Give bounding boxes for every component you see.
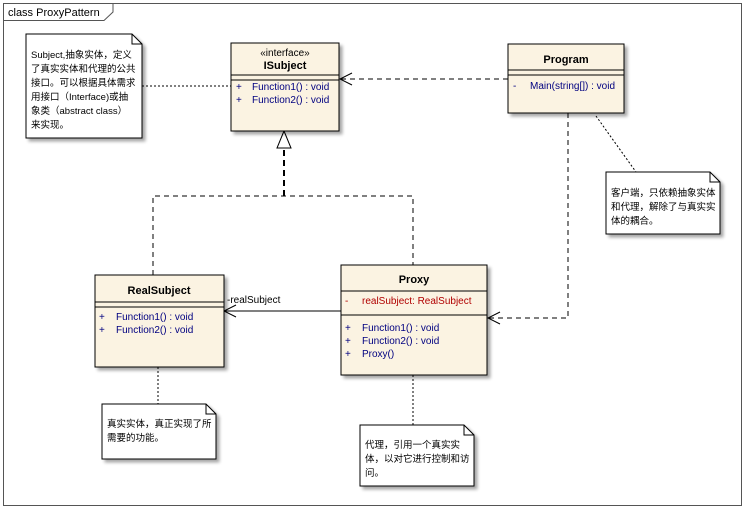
program-op-1: Main(string[]) : void	[530, 81, 615, 92]
note-subject-line-1: Subject,抽象实体，定义	[31, 49, 132, 61]
class-proxy[interactable]	[340, 264, 488, 376]
isubject-op-2: Function2() : void	[252, 95, 329, 106]
note-realsubject-line-1: 真实实体，真正实现了所	[107, 418, 212, 430]
note-subject-line-3: 接口。可以根据具体需求	[31, 77, 136, 89]
proxy-attr-1-visibility: -	[345, 296, 348, 307]
dependency-program-proxy	[486, 113, 569, 325]
note-proxy-line-1: 代理，引用一个真实实	[365, 439, 460, 451]
realsubject-op-1: Function1() : void	[116, 312, 193, 323]
isubject-op-1-visibility: +	[236, 82, 242, 93]
note-subject-line-4: 用接口（Interface)或抽	[31, 91, 128, 103]
note-subject-line-6: 来实现。	[31, 119, 69, 131]
association-role-label: -realSubject	[227, 295, 281, 306]
proxy-op-2-visibility: +	[345, 336, 351, 347]
realsubject-op-1-visibility: +	[99, 312, 105, 323]
isubject-op-2-visibility: +	[236, 95, 242, 106]
realization-to-isubject	[152, 129, 414, 275]
note-client[interactable]	[605, 171, 721, 235]
isubject-name: ISubject	[264, 60, 307, 72]
dependency-program-isubject	[338, 72, 508, 86]
note-client-line-2: 和代理，解除了与真实实	[611, 201, 716, 213]
note-client-line-3: 体的耦合。	[611, 215, 659, 227]
note-subject[interactable]	[25, 33, 143, 139]
program-op-1-visibility: -	[513, 81, 516, 92]
isubject-stereotype: «interface»	[260, 48, 310, 59]
note-subject-line-5: 象类（abstract class）	[31, 105, 127, 117]
note-client-line-1: 客户端，只依赖抽象实体	[611, 187, 716, 199]
proxy-op-3-visibility: +	[345, 349, 351, 360]
isubject-op-1: Function1() : void	[252, 82, 329, 93]
program-name: Program	[543, 54, 588, 66]
class-realsubject[interactable]	[94, 274, 225, 368]
note-realsubject[interactable]	[101, 403, 217, 460]
class-program[interactable]	[507, 43, 625, 114]
note-proxy-line-3: 问。	[365, 467, 384, 479]
proxy-op-1: Function1() : void	[362, 323, 439, 334]
class-isubject[interactable]	[230, 42, 340, 132]
realsubject-op-2: Function2() : void	[116, 325, 193, 336]
proxy-op-3: Proxy()	[362, 349, 394, 360]
note-subject-line-2: 了真实实体和代理的公共	[31, 63, 136, 75]
note-proxy[interactable]	[359, 424, 475, 487]
realsubject-name: RealSubject	[128, 285, 191, 297]
proxy-op-2: Function2() : void	[362, 336, 439, 347]
frame-title: class ProxyPattern	[8, 7, 100, 19]
proxy-name: Proxy	[399, 274, 430, 286]
note-proxy-line-2: 体，以对它进行控制和访	[365, 453, 470, 465]
realsubject-op-2-visibility: +	[99, 325, 105, 336]
proxy-attr-1: realSubject: RealSubject	[362, 296, 472, 307]
proxy-op-1-visibility: +	[345, 323, 351, 334]
note-realsubject-line-2: 需要的功能。	[107, 432, 164, 444]
note-link-client	[595, 115, 637, 173]
